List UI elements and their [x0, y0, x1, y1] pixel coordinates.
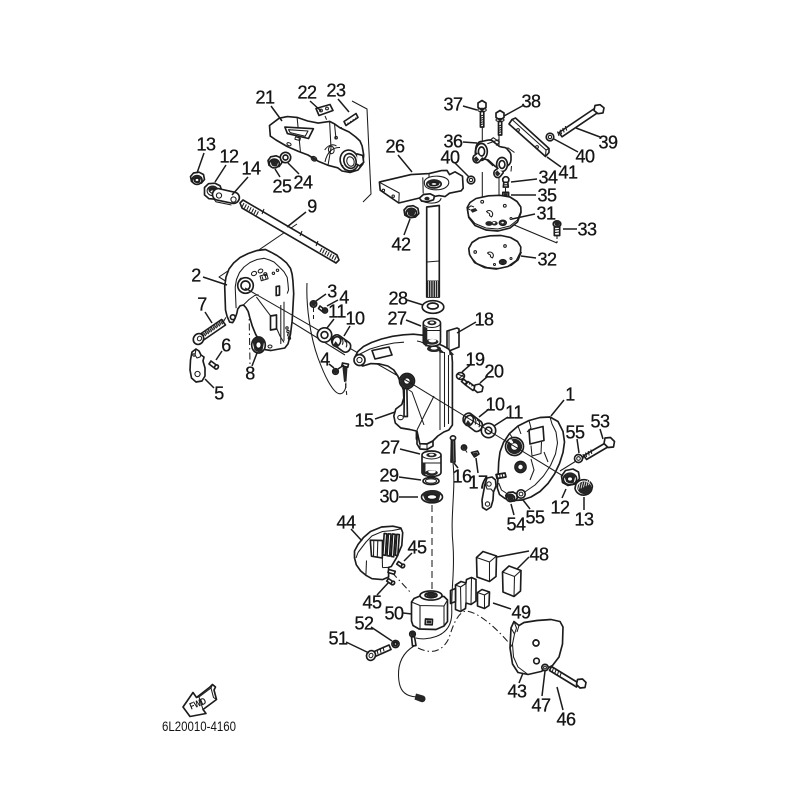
svg-text:10: 10: [485, 395, 505, 415]
svg-text:1: 1: [565, 385, 575, 405]
svg-text:13: 13: [574, 510, 594, 530]
svg-text:4: 4: [320, 350, 330, 370]
svg-text:54: 54: [506, 515, 526, 535]
svg-text:45: 45: [407, 538, 427, 558]
svg-text:9: 9: [307, 197, 317, 217]
svg-text:11: 11: [328, 302, 346, 322]
svg-text:7: 7: [197, 295, 207, 315]
svg-text:36: 36: [443, 132, 463, 152]
svg-text:23: 23: [326, 81, 346, 101]
svg-text:49: 49: [511, 603, 531, 623]
svg-text:15: 15: [354, 411, 374, 431]
svg-text:32: 32: [537, 250, 557, 270]
svg-text:12: 12: [550, 498, 570, 518]
svg-text:26: 26: [385, 137, 405, 157]
svg-text:51: 51: [328, 629, 348, 649]
svg-text:5: 5: [214, 384, 224, 404]
svg-text:55: 55: [565, 423, 585, 443]
svg-text:33: 33: [577, 220, 597, 240]
svg-text:42: 42: [391, 235, 411, 255]
svg-text:34: 34: [538, 168, 558, 188]
svg-text:25: 25: [272, 177, 292, 197]
svg-text:29: 29: [379, 466, 399, 486]
svg-text:52: 52: [354, 614, 374, 634]
svg-text:28: 28: [388, 289, 408, 309]
svg-text:35: 35: [537, 186, 557, 206]
svg-text:17: 17: [468, 473, 488, 493]
svg-text:44: 44: [336, 513, 356, 533]
svg-text:3: 3: [327, 282, 337, 302]
svg-text:2: 2: [191, 266, 201, 286]
svg-text:31: 31: [536, 204, 556, 224]
svg-text:10: 10: [345, 309, 365, 329]
svg-text:47: 47: [531, 696, 551, 716]
svg-text:45: 45: [362, 593, 382, 613]
svg-text:6: 6: [221, 336, 231, 356]
svg-text:30: 30: [379, 487, 399, 507]
svg-text:6L20010-4160: 6L20010-4160: [162, 719, 236, 734]
svg-text:48: 48: [529, 545, 549, 565]
svg-text:37: 37: [443, 95, 463, 115]
svg-text:27: 27: [387, 309, 407, 329]
svg-text:50: 50: [384, 604, 404, 624]
svg-text:24: 24: [293, 173, 313, 193]
svg-text:19: 19: [465, 350, 485, 370]
svg-text:20: 20: [484, 362, 504, 382]
svg-text:16: 16: [452, 467, 472, 487]
svg-text:8: 8: [245, 364, 255, 384]
svg-text:53: 53: [590, 412, 610, 432]
svg-text:40: 40: [575, 147, 595, 167]
svg-text:21: 21: [255, 88, 275, 108]
svg-text:39: 39: [598, 133, 618, 153]
svg-text:13: 13: [196, 135, 216, 155]
svg-text:11: 11: [505, 403, 523, 423]
svg-text:12: 12: [219, 147, 239, 167]
svg-text:22: 22: [297, 83, 317, 103]
svg-text:55: 55: [525, 508, 545, 528]
svg-text:14: 14: [241, 159, 261, 179]
svg-text:41: 41: [558, 163, 578, 183]
svg-text:27: 27: [380, 438, 400, 458]
svg-text:43: 43: [507, 682, 527, 702]
svg-text:46: 46: [556, 710, 576, 730]
svg-text:4: 4: [339, 288, 349, 308]
svg-text:18: 18: [474, 310, 494, 330]
svg-text:38: 38: [521, 92, 541, 112]
